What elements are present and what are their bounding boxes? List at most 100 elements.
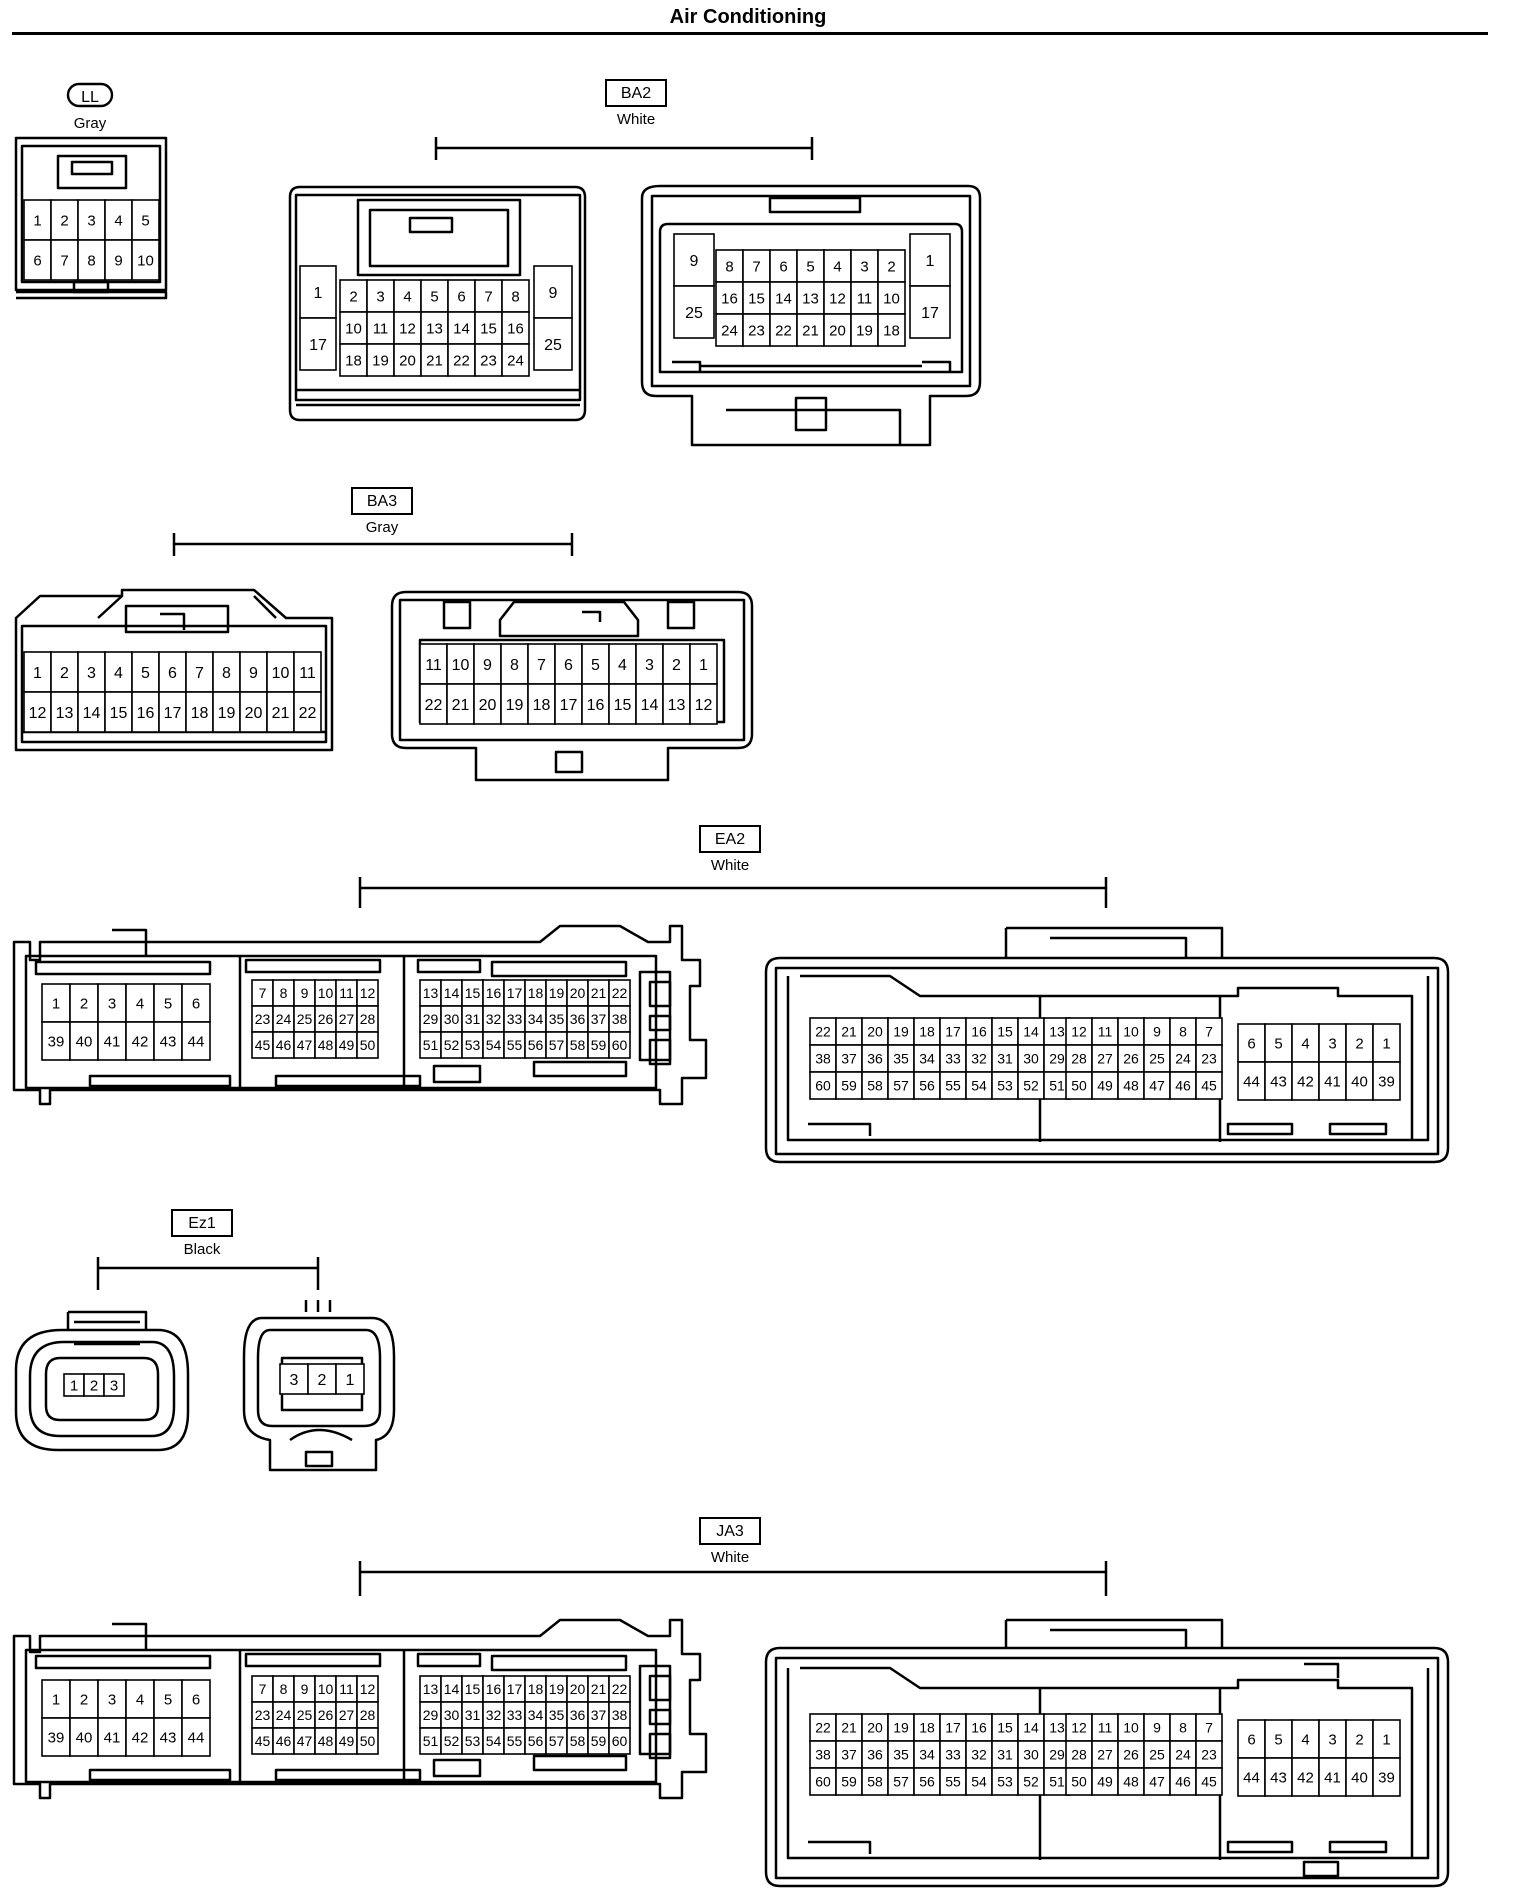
pin-number: 9 [483,657,492,674]
pin-number: 12 [399,320,416,337]
connector-color: White [617,111,655,128]
pin-number: 17 [921,305,939,322]
pin-number: 21 [841,1720,857,1736]
pin-number: 18 [528,985,544,1001]
pin-number: 17 [945,1024,961,1040]
pin-cell [339,311,368,345]
pin-number: 20 [399,352,416,369]
pin-number: 9 [114,252,122,269]
pin-number: 2 [90,1377,98,1394]
pin-number: 6 [192,1691,200,1708]
pin-number: 10 [272,665,290,682]
pin-number: 30 [1023,1051,1039,1067]
pin-number: 28 [360,1011,376,1027]
pin-cell [158,691,187,733]
pin-number: 39 [48,1033,65,1050]
pin-number: 12 [360,985,376,1001]
pin-number: 23 [480,352,497,369]
pin-number: 20 [867,1024,883,1040]
pin-number: 49 [339,1037,355,1053]
pin-cell [69,1679,99,1719]
pin-number: 3 [87,665,96,682]
pin-cell [446,643,475,685]
pin-number: 32 [486,1707,502,1723]
pin-number: 12 [1071,1720,1087,1736]
pin-cell [185,651,214,693]
pin-cell [909,285,951,339]
pin-cell [1065,1071,1093,1100]
pin-cell [393,343,422,377]
pin-cell [158,651,187,693]
pin-number: 14 [453,320,470,337]
pin-number: 15 [997,1024,1013,1040]
pin-cell [97,1717,127,1757]
pin-number: 20 [867,1720,883,1736]
pin-number: 20 [829,322,846,339]
pin-number: 16 [137,705,155,722]
pin-cell [1065,1044,1093,1073]
pin-number: 53 [997,1078,1013,1094]
pin-cell [1318,1719,1347,1759]
ba3-bracket [172,533,574,556]
pin-cell [447,343,476,377]
pin-number: 23 [1201,1051,1217,1067]
pin-cell [715,249,744,283]
pin-cell [689,643,718,685]
pin-number: 27 [339,1707,355,1723]
pin-cell [473,683,502,725]
pin-cell [608,1727,631,1755]
pin-number: 8 [725,258,733,275]
pin-number: 12 [695,697,713,714]
pin-cell [1117,1767,1145,1796]
pin-number: 8 [87,252,95,269]
pin-cell [50,691,79,733]
pin-number: 5 [164,995,172,1012]
pin-number: 53 [465,1733,481,1749]
pin-number: 21 [841,1024,857,1040]
pin-cell [861,1740,889,1769]
pin-cell [991,1740,1019,1769]
pin-cell [689,683,718,725]
pin-number: 30 [444,1707,460,1723]
pin-cell [77,239,106,281]
page-title: Air Conditioning [669,6,827,28]
ea2-connector-view-2 [764,926,1450,1164]
pin-number: 10 [883,290,900,307]
pin-number: 3 [860,258,868,275]
ba3-connector-view-2 [390,590,754,782]
ba2-bracket [434,137,814,160]
pin-number: 48 [318,1733,334,1749]
pin-number: 13 [423,985,439,1001]
pin-number: 4 [1301,1035,1309,1052]
pin-cell [501,343,530,377]
pin-cell [447,311,476,345]
pin-number: 1 [52,995,60,1012]
pin-number: 37 [591,1707,607,1723]
pin-number: 22 [815,1720,831,1736]
pin-number: 28 [1071,1051,1087,1067]
pin-number: 42 [1297,1769,1314,1786]
pin-number: 46 [276,1733,292,1749]
pin-cell [181,983,211,1023]
pin-number: 60 [815,1078,831,1094]
pin-number: 24 [276,1011,292,1027]
pin-number: 48 [1123,1078,1139,1094]
pin-cell [474,311,503,345]
pin-number: 2 [672,657,681,674]
pin-number: 39 [48,1729,65,1746]
pin-number: 9 [690,253,699,270]
pin-cell [742,249,771,283]
pin-cell [715,313,744,347]
pin-cell [1372,1719,1401,1759]
pin-number: 4 [618,657,627,674]
pin-cell [887,1017,915,1046]
pin-number: 34 [528,1011,544,1027]
pin-cell [131,239,160,281]
pin-number: 20 [570,1681,586,1697]
pin-number: 58 [570,1733,586,1749]
pin-number: 7 [60,252,68,269]
